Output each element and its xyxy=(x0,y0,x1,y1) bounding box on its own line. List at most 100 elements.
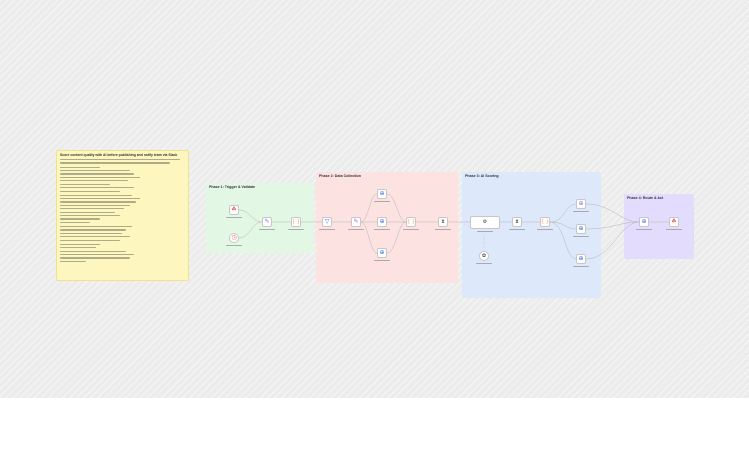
node-label-line xyxy=(403,229,419,230)
openai-icon: ✿ xyxy=(481,252,487,259)
schedule-trigger-node[interactable]: ◷ xyxy=(229,233,239,243)
sticky-note-text-line xyxy=(60,166,100,168)
globe-icon: ⊕ xyxy=(578,255,584,262)
wait-node[interactable]: ⧗ xyxy=(438,217,448,227)
phase-3-group[interactable]: Phase 3: AI Scoring xyxy=(462,172,601,298)
globe-icon: ⊕ xyxy=(578,200,584,207)
sticky-note-text-line xyxy=(60,173,134,175)
http-request-node-b[interactable]: ⊕ xyxy=(377,217,387,227)
parse-output-node[interactable]: ⧗ xyxy=(512,217,522,227)
node-label-line xyxy=(348,229,364,230)
globe-icon: ⊕ xyxy=(379,190,385,197)
score-code-node[interactable]: { } xyxy=(540,217,550,227)
route-low-node[interactable]: ⊕ xyxy=(576,254,586,264)
sticky-note-text-line xyxy=(60,159,180,161)
node-label-line xyxy=(374,229,390,230)
node-label-line xyxy=(374,260,390,261)
sticky-note-text-line xyxy=(60,260,86,262)
robot-icon: ⚙ xyxy=(482,219,488,225)
ai-agent-node[interactable]: ⚙ xyxy=(470,216,500,229)
pencil-icon: ✎ xyxy=(264,218,270,225)
sticky-note-text-line xyxy=(60,211,115,213)
workflow-canvas[interactable]: Score content quality with AI before pub… xyxy=(0,0,749,398)
hourglass-icon: ⧗ xyxy=(515,218,519,225)
sticky-note-text-line xyxy=(60,226,132,228)
sticky-note-text-line xyxy=(60,176,140,178)
pencil-icon: ✎ xyxy=(353,218,359,225)
node-label-line xyxy=(477,231,493,232)
sticky-note-text-line xyxy=(60,191,120,193)
globe-icon: ⊕ xyxy=(379,249,385,256)
sticky-note-text-line xyxy=(60,170,130,172)
sticky-note-text-line xyxy=(60,239,120,241)
globe-icon: ⊕ xyxy=(641,218,647,225)
sticky-note-text-line xyxy=(60,229,126,231)
phase-2-title: Phase 2: Data Collection xyxy=(319,174,361,178)
sticky-note-text-line xyxy=(60,162,170,164)
phase-3-title: Phase 3: AI Scoring xyxy=(465,174,499,178)
webhook-trigger-node[interactable]: ☘ xyxy=(229,205,239,215)
sticky-note-text-line xyxy=(60,250,126,252)
sticky-note-text-line xyxy=(60,187,134,189)
sticky-note-text-line xyxy=(60,198,140,200)
code-braces-icon: { } xyxy=(292,218,300,225)
phase-4-group[interactable]: Phase 4: Route & Act xyxy=(624,194,694,259)
route-high-node[interactable]: ⊕ xyxy=(576,199,586,209)
route-mid-node[interactable]: ⊕ xyxy=(576,224,586,234)
slack-alert-node[interactable]: ☘ xyxy=(669,217,679,227)
node-label-line xyxy=(319,229,335,230)
sticky-note-text-line xyxy=(60,243,100,245)
http-request-node-a[interactable]: ⊕ xyxy=(377,189,387,199)
node-label-line xyxy=(636,229,652,230)
node-label-line xyxy=(509,229,525,230)
validate-code-node[interactable]: { } xyxy=(291,217,301,227)
node-label-line xyxy=(537,229,553,230)
node-label-line xyxy=(226,245,242,246)
node-label-line xyxy=(666,229,682,230)
globe-icon: ⊕ xyxy=(379,218,385,225)
sticky-note-text-line xyxy=(60,180,128,182)
filter-node[interactable]: ▽ xyxy=(322,217,332,227)
edit-fields-node[interactable]: ✎ xyxy=(262,217,272,227)
sticky-note-title: Score content quality with AI before pub… xyxy=(60,153,178,157)
node-label-line xyxy=(374,201,390,202)
code-braces-icon: { } xyxy=(541,218,549,225)
webhook-icon: ☘ xyxy=(671,218,677,225)
sticky-note-text-line xyxy=(60,215,120,217)
webhook-icon: ☘ xyxy=(231,206,237,213)
node-label-line xyxy=(288,229,304,230)
sticky-note-text-line xyxy=(60,247,96,249)
sticky-note-text-line xyxy=(60,218,100,220)
sticky-note-text-line xyxy=(60,208,124,210)
sticky-note-text-line xyxy=(60,183,110,185)
node-label-line xyxy=(573,236,589,237)
set-fields-node[interactable]: ✎ xyxy=(351,217,361,227)
http-request-node-c[interactable]: ⊕ xyxy=(377,248,387,258)
sticky-note-text-line xyxy=(60,204,130,206)
sticky-note-text-line xyxy=(60,254,134,256)
node-label-line xyxy=(573,211,589,212)
sticky-note-text-line xyxy=(60,201,136,203)
phase-4-title: Phase 4: Route & Act xyxy=(627,196,664,200)
sticky-note-text-line xyxy=(60,257,130,259)
phase-2-group[interactable]: Phase 2: Data Collection xyxy=(316,172,458,283)
node-label-line xyxy=(226,217,242,218)
node-label-line xyxy=(573,266,589,267)
sticky-note-text-line xyxy=(60,194,132,196)
filter-icon: ▽ xyxy=(324,218,330,225)
sticky-note[interactable]: Score content quality with AI before pub… xyxy=(56,150,189,281)
phase-1-title: Phase 1: Trigger & Validate xyxy=(209,185,256,189)
node-label-line xyxy=(476,263,492,264)
hourglass-icon: ⧗ xyxy=(441,218,445,225)
sticky-note-text-line xyxy=(60,232,122,234)
clock-icon: ◷ xyxy=(231,234,237,241)
sticky-note-text-line xyxy=(60,236,130,238)
openai-model-node[interactable]: ✿ xyxy=(479,251,489,261)
slack-notify-node[interactable]: ⊕ xyxy=(639,217,649,227)
code-braces-icon: { } xyxy=(407,218,415,225)
merge-code-node[interactable]: { } xyxy=(406,217,416,227)
node-label-line xyxy=(435,229,451,230)
node-label-line xyxy=(259,229,275,230)
globe-icon: ⊕ xyxy=(578,225,584,232)
sticky-note-text-line xyxy=(60,221,90,223)
